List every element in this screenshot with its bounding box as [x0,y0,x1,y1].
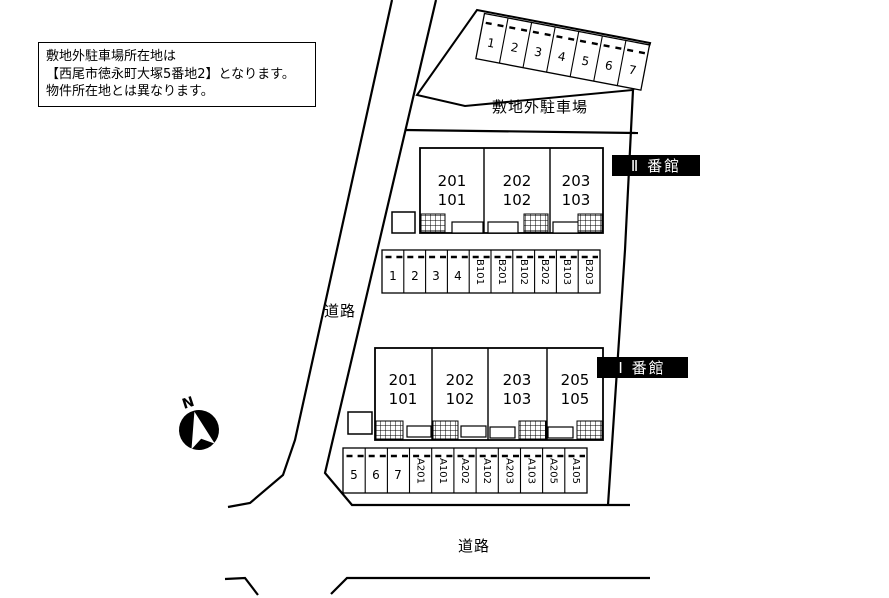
stall-label: B201 [496,259,507,285]
north-label: N [180,394,196,413]
road-label-left: 道路 [324,302,356,320]
stall-label: A203 [503,458,514,484]
building-i-banner [597,357,688,378]
offsite-parking-lot: 1 2 3 4 5 6 7 敷地外駐車場 [415,8,652,116]
offsite-stall-label: 6 [604,58,614,73]
unit-number-lower: 103 [503,390,532,408]
stall-label: A105 [570,458,581,484]
site-top-boundary [404,128,639,135]
unit-number-lower: 102 [446,390,475,408]
note-line-3: 物件所在地とは異なります。 [46,84,214,100]
unit-number-upper: 202 [503,172,532,190]
stall-label: 6 [372,468,380,482]
unit-number-lower: 101 [438,191,467,209]
building-ii: 201 101 202 102 203 103 Ⅱ 番館 [419,147,700,234]
stall-label: B103 [561,259,572,285]
note-line-2: 【西尾市徳永町大塚5番地2】となります。 [46,66,295,82]
offsite-parking-caption: 敷地外駐車場 [492,98,588,116]
site-right-boundary [606,42,652,506]
road-label-bottom: 道路 [458,537,490,555]
terrace-hatch [576,420,603,440]
porch [489,426,516,439]
offsite-stall-dashes [485,21,647,55]
offsite-stall-label: 1 [486,36,496,51]
stall-label: A102 [481,458,492,484]
parking-bottom-row: 5 6 7 A201 A101 A202 A102 A203 A103 A205… [342,447,588,494]
porch [487,221,519,234]
porch [547,426,574,439]
north-compass: N [179,394,219,450]
bottom-road-main-segment [330,576,650,595]
stall-label: A101 [437,458,448,484]
terrace-hatch [420,213,446,233]
stall-label: B102 [518,259,529,285]
building-ii-banner [612,155,700,176]
parking-middle-row: 1 2 3 4 B101 B201 B102 B202 B103 B203 [381,249,601,294]
offsite-stall-label: 5 [580,54,590,69]
utility-box [391,211,416,234]
terrace-hatch [375,420,404,440]
unit-number-upper: 201 [389,371,418,389]
offsite-stall-block [475,12,651,91]
stall-label: A103 [526,458,537,484]
bottom-road-left-segment [224,576,259,596]
unit-number-upper: 203 [503,371,532,389]
compass-arrow-icon [191,411,215,450]
stall-label: 5 [350,468,358,482]
porch [460,425,487,438]
terrace-hatch [577,213,603,233]
building-i-banner-label: Ⅰ 番館 [618,359,665,377]
building-i: 201 101 202 102 203 103 205 105 Ⅰ 番館 [374,347,688,441]
stall-label: A201 [415,458,426,484]
terrace-hatch [432,420,459,440]
unit-number-upper: 205 [561,371,590,389]
bottom-row-dividers [364,448,566,493]
terrace-hatch [518,420,547,440]
offsite-stall-dividers [498,17,627,86]
offsite-stall-label: 3 [533,45,543,60]
unit-number-upper: 203 [562,172,591,190]
building-ii-unit-dividers [483,148,551,233]
unit-number-upper: 201 [438,172,467,190]
offsite-stall-label: 7 [627,63,637,78]
offsite-stall-label: 2 [510,40,520,55]
offsite-parking-note: 敷地外駐車場所在地は 【西尾市徳永町大塚5番地2】となります。 物件所在地とは異… [38,42,316,107]
offsite-stall-label: 4 [557,49,567,64]
stall-label: B101 [474,259,485,285]
left-road-west-edge [227,0,394,509]
unit-number-lower: 103 [562,191,591,209]
building-ii-banner-label: Ⅱ 番館 [631,157,681,175]
left-road-east-edge-and-site-bottom [323,0,630,507]
stall-label: B202 [539,259,550,285]
utility-box [347,411,373,435]
stall-label: 1 [389,269,397,283]
middle-row-dividers [403,250,579,293]
building-i-outline [374,347,604,441]
stall-label: 3 [432,269,440,283]
porch [406,425,432,438]
unit-number-upper: 202 [446,371,475,389]
terrace-hatch [523,213,549,233]
stall-label: A205 [548,458,559,484]
unit-number-lower: 105 [561,390,590,408]
note-line-1: 敷地外駐車場所在地は [46,49,177,64]
building-i-unit-dividers [431,348,548,440]
stall-label: 7 [394,468,402,482]
porch [451,221,484,234]
stall-label: B203 [583,259,594,285]
stall-label: A202 [459,458,470,484]
stall-label: 4 [454,269,462,283]
stall-label: 2 [411,269,419,283]
unit-number-lower: 102 [503,191,532,209]
unit-number-lower: 101 [389,390,418,408]
